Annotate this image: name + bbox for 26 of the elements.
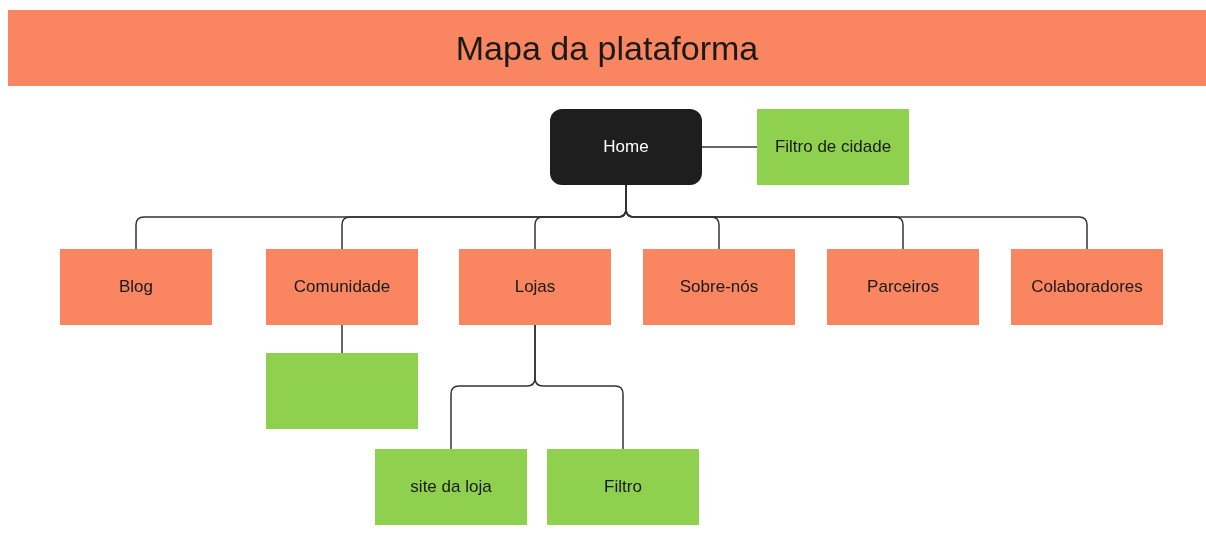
title-band — [8, 10, 1206, 86]
empty-box — [266, 353, 418, 429]
page-node — [827, 249, 979, 325]
node-label: Home — [603, 137, 649, 157]
node-label: Colaboradores — [1031, 277, 1143, 297]
node-label: Blog — [119, 277, 153, 297]
node-label: Sobre-nós — [679, 277, 759, 297]
subpage-node — [547, 449, 699, 525]
root-node — [550, 109, 702, 185]
connector-line — [701, 146, 758, 148]
filter-node — [757, 109, 909, 185]
page-node — [459, 249, 611, 325]
title-text: Mapa da plataforma — [455, 28, 759, 68]
node-label: site da loja — [410, 477, 492, 497]
page-node — [643, 249, 795, 325]
subpage-node — [375, 449, 527, 525]
node-label: Comunidade — [293, 277, 391, 297]
page-node — [1011, 249, 1163, 325]
page-node — [60, 249, 212, 325]
node-label: Parceiros — [867, 277, 939, 297]
page-node — [266, 249, 418, 325]
node-label: Filtro — [604, 477, 642, 497]
connector-line — [341, 324, 343, 354]
node-label: Filtro de cidade — [774, 137, 892, 157]
node-label: Lojas — [514, 277, 556, 297]
connector-line — [534, 324, 624, 450]
